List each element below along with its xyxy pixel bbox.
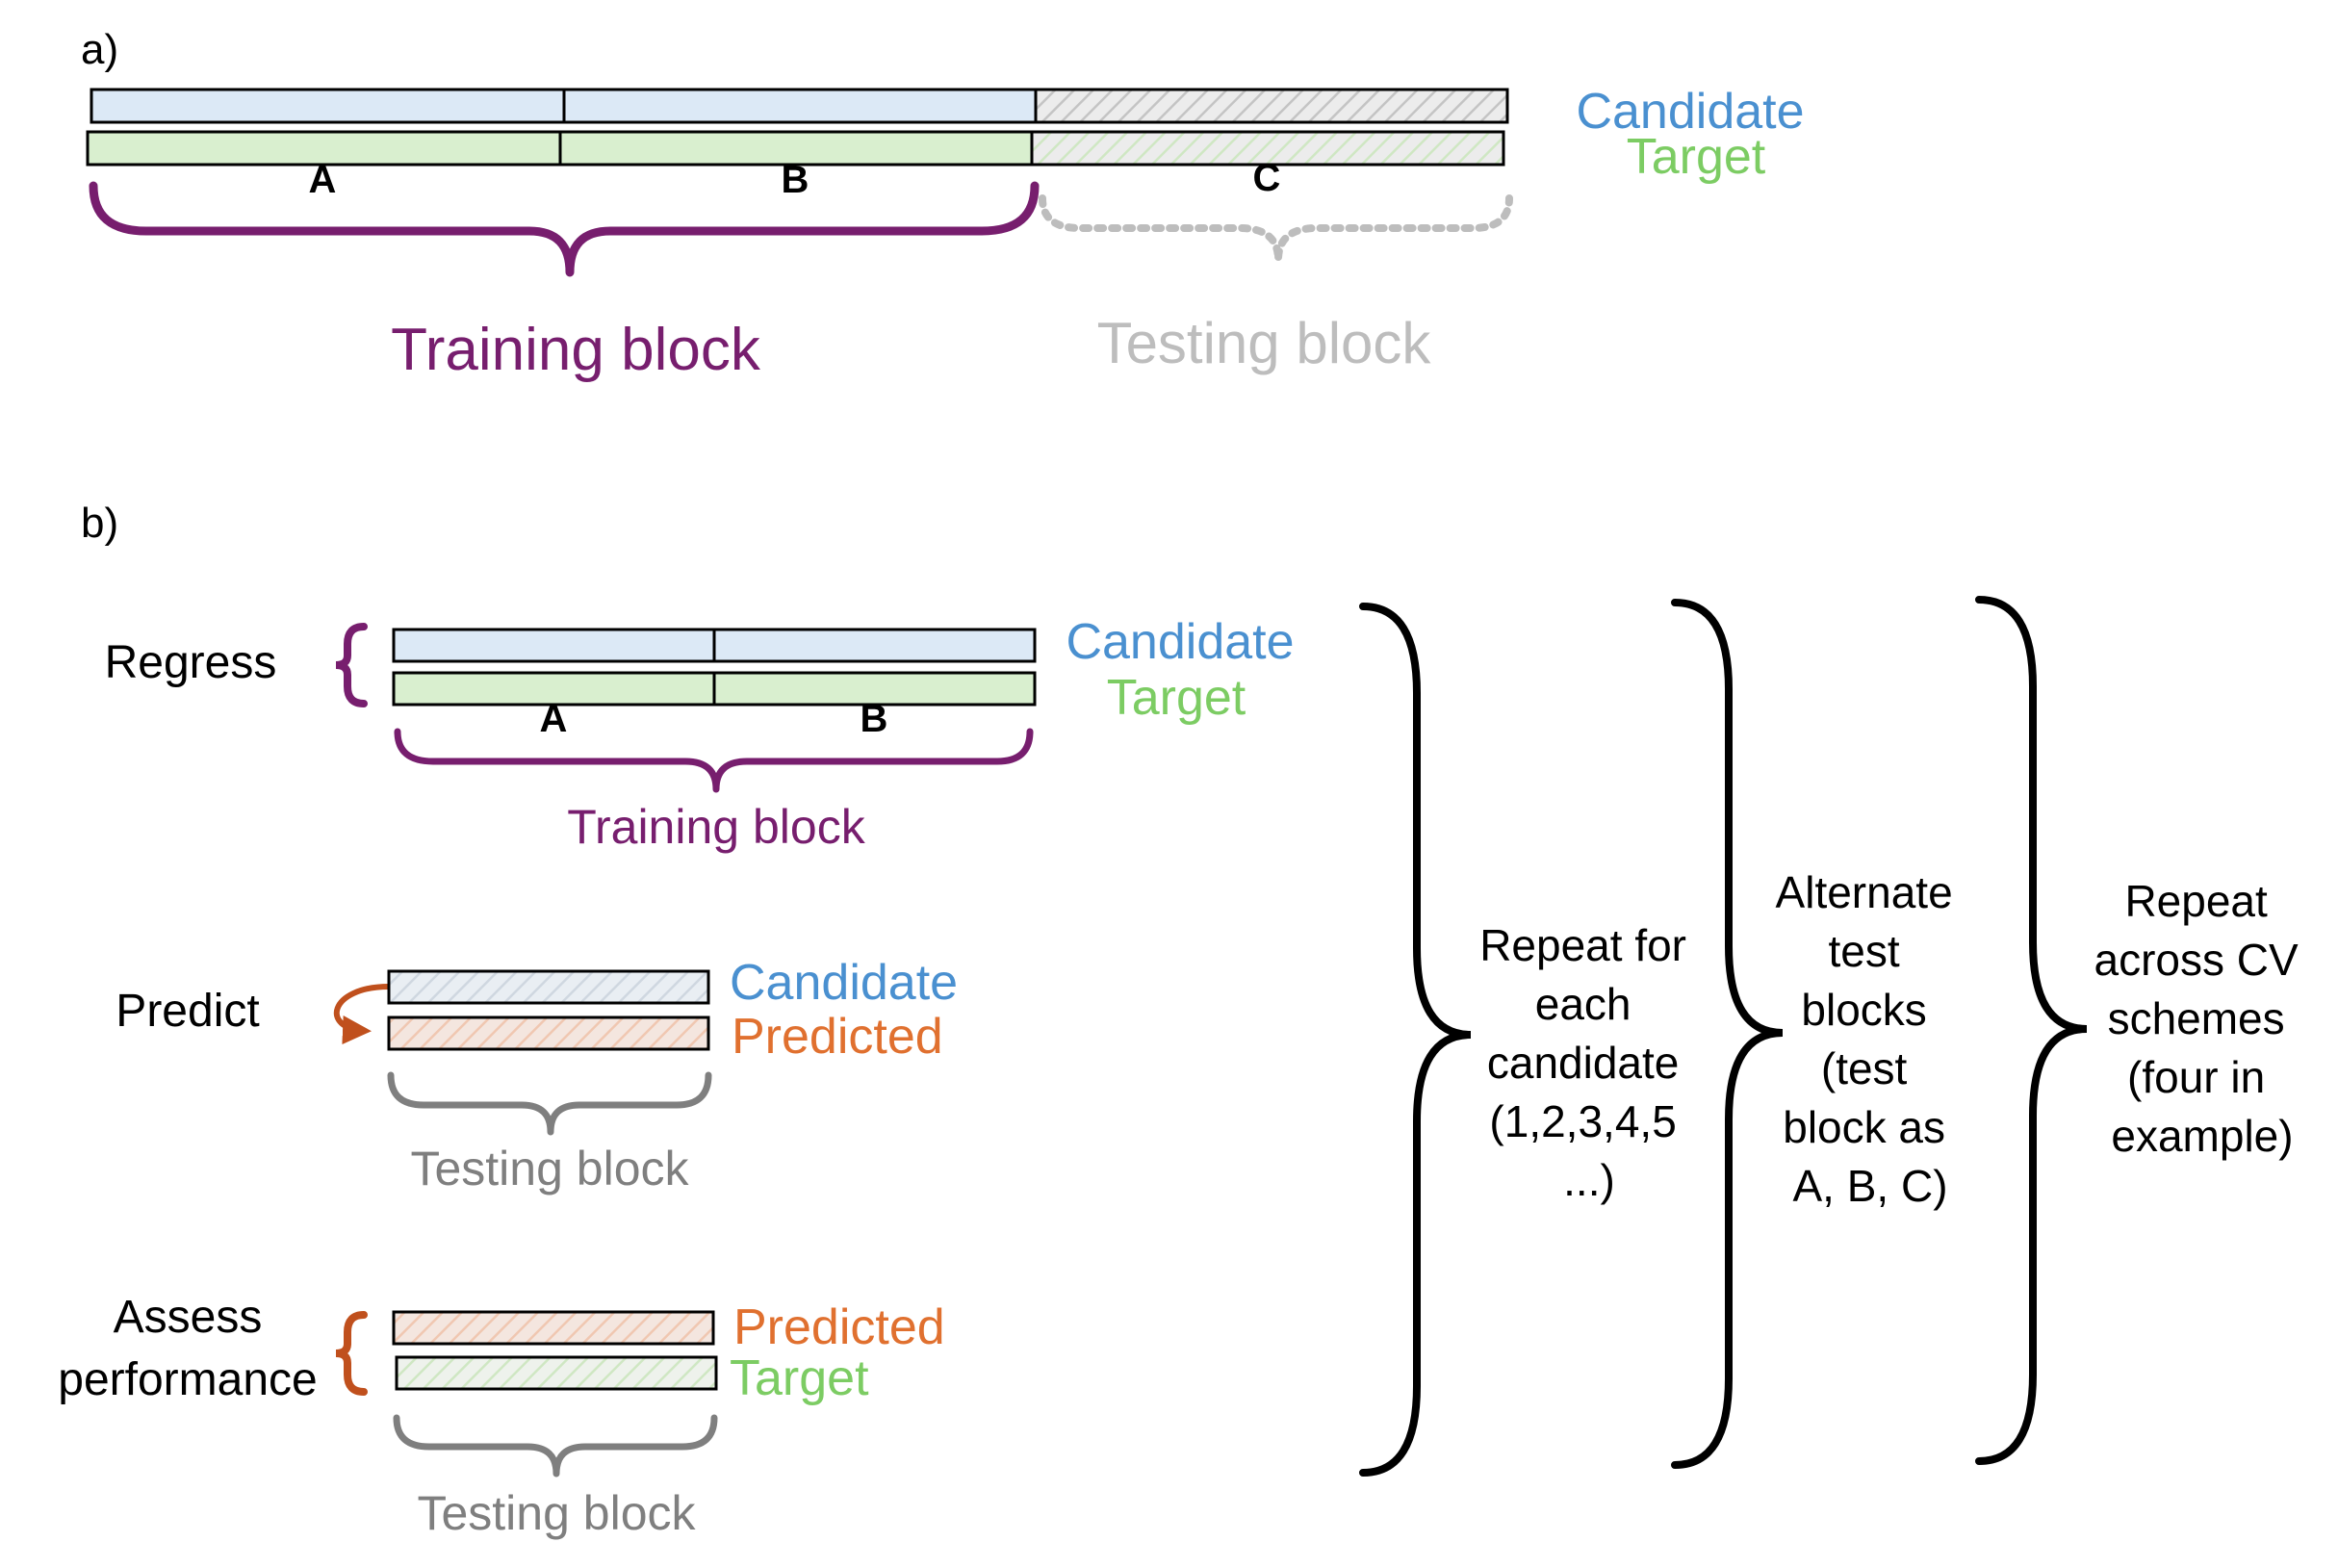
panel-a-label: a)	[81, 26, 118, 73]
regress-target-label: Target	[1107, 670, 1246, 726]
panel-a-candidate-segment-c	[1034, 88, 1509, 124]
regress-label: Regress	[105, 637, 277, 688]
predict-testing-brace	[387, 1071, 712, 1136]
loop-text-candidates-line: (1,2,3,4,5	[1489, 1096, 1676, 1146]
panel-a-training-label: Training block	[391, 317, 761, 383]
assess-label-line1: Assess	[114, 1292, 263, 1343]
loop-brace-test-blocks	[1671, 599, 1784, 1469]
predict-step: Predict Candidate Predicted Testing bloc…	[116, 955, 958, 1195]
loop-braces	[1359, 596, 2088, 1477]
panel-a-training-brace	[89, 181, 1040, 277]
loop-text-cv-schemes-line: schemes	[2108, 993, 2285, 1043]
assess-brace	[335, 1311, 368, 1396]
regress-segment-label-b: B	[861, 698, 888, 740]
panel-a-candidate-segment-a	[90, 88, 566, 124]
loop-text-test-blocks-line: blocks	[1801, 985, 1926, 1035]
loop-text-candidates-line: Repeat for	[1479, 920, 1686, 970]
loop-text-cv-schemes-line: across CV	[2094, 935, 2299, 985]
panel-a-segment-label-c: C	[1253, 157, 1281, 199]
loop-text-candidates-line: each	[1535, 979, 1631, 1029]
loop-text-test-blocks-line: (test	[1821, 1043, 1908, 1093]
predict-predicted-label: Predicted	[732, 1009, 943, 1065]
panel-a-segment-label-b: B	[782, 159, 809, 201]
predict-arrow-icon	[334, 984, 390, 1044]
panel-a-testing-brace	[1039, 194, 1513, 261]
regress-target-segment-b	[712, 671, 1037, 707]
panel-a-candidate-label: Candidate	[1576, 84, 1804, 140]
regress-training-label: Training block	[567, 800, 865, 854]
regress-candidate-segment-a	[392, 628, 716, 663]
loop-text-cv-schemes-line: (four in	[2127, 1052, 2265, 1102]
predict-candidate-bar	[387, 969, 710, 1005]
loop-text-candidates: Repeat for each candidate (1,2,3,4,5 ...…	[1479, 920, 1699, 1205]
assess-target-bar	[395, 1355, 718, 1391]
loop-text-test-blocks: Alternate test blocks (test block as A, …	[1776, 867, 1965, 1211]
loop-text-cv-schemes-line: Repeat	[2124, 876, 2268, 926]
regress-brace	[335, 623, 368, 707]
regress-candidate-label: Candidate	[1066, 614, 1294, 670]
loop-text-cv-schemes-line: example)	[2111, 1111, 2293, 1161]
panel-b-label: b)	[81, 500, 118, 547]
panel-a-target-segment-c	[1030, 130, 1505, 167]
predict-testing-label: Testing block	[410, 1142, 689, 1195]
assess-target-label: Target	[730, 1350, 869, 1406]
panel-a-candidate-segment-b	[562, 88, 1038, 124]
assess-testing-label: Testing block	[417, 1486, 696, 1540]
regress-step: Regress Candidate Target A B Training bl…	[105, 614, 1295, 854]
regress-training-brace	[394, 728, 1034, 793]
panel-a: a) Candidate Target A B C Training block…	[81, 26, 1805, 383]
loop-text-test-blocks-line: Alternate	[1776, 867, 1953, 917]
loop-text-cv-schemes: Repeat across CV schemes (four in exampl…	[2094, 876, 2311, 1161]
loop-brace-candidates	[1359, 603, 1472, 1477]
predict-predicted-bar	[387, 1015, 710, 1051]
loop-brace-cv-schemes	[1975, 596, 2088, 1465]
panel-a-target-segment-b	[558, 130, 1034, 167]
loop-text-test-blocks-line: block as	[1783, 1102, 1945, 1152]
assess-testing-brace	[393, 1414, 718, 1478]
regress-target-segment-a	[392, 671, 716, 707]
panel-a-target-segment-a	[86, 130, 562, 167]
panel-a-testing-label: Testing block	[1097, 311, 1432, 375]
predict-candidate-label: Candidate	[730, 955, 958, 1011]
assess-predicted-bar	[392, 1310, 715, 1346]
loop-text-test-blocks-line: test	[1829, 926, 1900, 976]
predict-label: Predict	[116, 986, 259, 1037]
loop-text-candidates-line: candidate	[1487, 1038, 1680, 1088]
loop-text-test-blocks-line: A, B, C)	[1792, 1161, 1947, 1211]
assess-label-line2: performance	[58, 1354, 317, 1405]
loop-text-candidates-line: ...)	[1563, 1155, 1615, 1205]
panel-a-segment-label-a: A	[309, 159, 337, 201]
assess-predicted-label: Predicted	[733, 1299, 945, 1355]
panel-a-target-label: Target	[1627, 129, 1766, 185]
regress-candidate-segment-b	[712, 628, 1037, 663]
panel-b: b) Regress Candidate Target A B Training…	[58, 500, 2311, 1540]
assess-step: Assess performance Predicted Target Test…	[58, 1292, 944, 1540]
regress-segment-label-a: A	[540, 698, 568, 740]
